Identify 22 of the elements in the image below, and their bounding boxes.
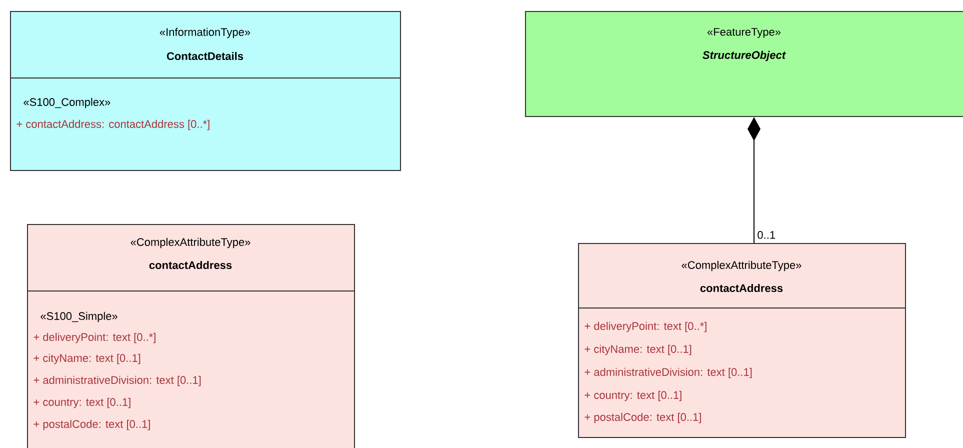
stereotype-label: «S100_Complex»: [24, 98, 110, 108]
stereotype-label: «ComplexAttributeType»: [682, 260, 802, 272]
class-name: contactAddress: [149, 260, 232, 270]
attribute-text: + deliveryPoint: text [0..*]: [584, 322, 706, 332]
stereotype-label: «ComplexAttributeType»: [130, 238, 250, 248]
class-name: StructureObject: [702, 50, 786, 62]
class-name: ContactDetails: [166, 52, 244, 60]
attribute-text: + administrativeDivision: text [0..1]: [34, 376, 201, 386]
attribute-text: + postalCode: text [0..1]: [584, 412, 701, 424]
attribute-text: + postalCode: text [0..1]: [34, 420, 150, 430]
attribute-text: + country: text [0..1]: [584, 390, 682, 402]
attribute-text: + cityName: text [0..1]: [34, 354, 140, 364]
class-name: contactAddress: [700, 284, 783, 292]
attribute-text: + cityName: text [0..1]: [584, 344, 692, 356]
attribute-text: + deliveryPoint: text [0..*]: [34, 332, 156, 344]
attribute-text: + contactAddress: contactAddress [0..*]: [16, 120, 210, 130]
attribute-text: + administrativeDivision: text [0..1]: [584, 368, 752, 378]
stereotype-label: «FeatureType»: [707, 28, 781, 38]
stereotype-label: «InformationType»: [160, 28, 250, 38]
stereotype-label: «S100_Simple»: [40, 312, 118, 322]
multiplicity-label: 0..1: [758, 231, 776, 239]
attribute-text: + country: text [0..1]: [34, 398, 130, 408]
